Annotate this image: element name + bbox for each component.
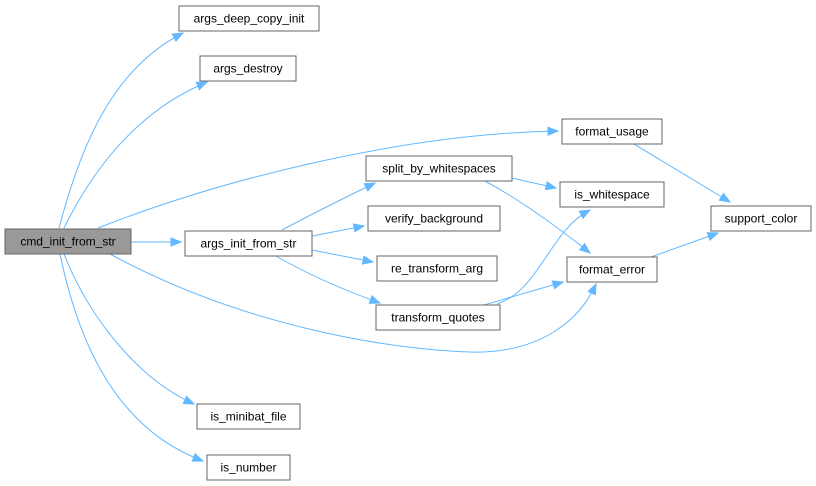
node-label: args_deep_copy_init — [194, 12, 305, 26]
edge-cmd-init-from-str-to-format-error — [109, 253, 597, 353]
edge-cmd-init-from-str-to-format-usage — [97, 130, 559, 229]
node-is-whitespace[interactable]: is_whitespace — [559, 181, 665, 208]
node-re-transform-arg[interactable]: re_transform_arg — [376, 255, 498, 282]
node-format-error[interactable]: format_error — [566, 256, 658, 283]
node-transform-quotes[interactable]: transform_quotes — [375, 304, 501, 331]
edge-args-init-from-str-to-split-by-whitespaces — [281, 182, 376, 231]
node-label: transform_quotes — [391, 311, 484, 325]
edge-format-usage-to-support-color — [633, 143, 731, 203]
edge-cmd-init-from-str-to-args-destroy — [63, 81, 208, 229]
node-support-color[interactable]: support_color — [710, 205, 812, 232]
arrowhead — [182, 395, 196, 405]
node-label: verify_background — [385, 212, 483, 226]
edge-split-by-whitespaces-to-format-error — [484, 180, 591, 254]
node-split-by-whitespaces[interactable]: split_by_whitespaces — [365, 155, 513, 182]
arrowhead — [544, 181, 558, 191]
node-label: re_transform_arg — [391, 262, 483, 276]
node-is-minibat-file[interactable]: is_minibat_file — [196, 403, 301, 430]
edge-args-init-from-str-to-transform-quotes — [275, 255, 381, 304]
arrowhead — [361, 255, 375, 265]
edge-transform-quotes-to-format-error — [483, 281, 564, 306]
edge-cmd-init-from-str-to-is-minibat-file — [63, 253, 195, 405]
node-args-init-from-str[interactable]: args_init_from_str — [184, 230, 313, 257]
node-verify-background[interactable]: verify_background — [367, 205, 501, 232]
node-label: args_init_from_str — [200, 237, 296, 251]
node-label: is_whitespace — [574, 188, 650, 202]
arrowhead — [170, 237, 183, 247]
arrowhead — [191, 452, 205, 462]
edge-cmd-init-from-str-to-is-number — [59, 253, 204, 462]
arrowhead — [587, 282, 597, 296]
node-label: is_minibat_file — [210, 410, 286, 424]
arrowhead — [706, 232, 720, 242]
node-args-deep-copy-init[interactable]: args_deep_copy_init — [178, 5, 320, 32]
edge-cmd-init-from-str-to-args-deep-copy-init — [58, 32, 184, 229]
edge-format-error-to-support-color — [650, 232, 719, 258]
node-is-number[interactable]: is_number — [206, 454, 291, 481]
arrowhead — [195, 81, 209, 91]
node-label: format_usage — [575, 125, 649, 139]
arrowhead — [578, 242, 592, 254]
node-args-destroy[interactable]: args_destroy — [199, 55, 297, 82]
arrowhead — [352, 223, 366, 233]
node-label: cmd_init_from_str — [20, 235, 115, 249]
arrowhead — [578, 209, 592, 220]
arrowhead — [551, 280, 565, 290]
node-label: support_color — [725, 212, 798, 226]
call-graph-nodes: cmd_init_from_str args_deep_copy_init ar… — [4, 5, 812, 481]
node-format-usage[interactable]: format_usage — [561, 118, 663, 145]
node-cmd-init-from-str[interactable]: cmd_init_from_str — [4, 228, 132, 255]
arrowhead — [363, 182, 377, 192]
node-label: is_number — [220, 461, 276, 475]
node-label: split_by_whitespaces — [382, 162, 495, 176]
arrowhead — [368, 294, 382, 304]
node-label: format_error — [579, 263, 645, 277]
arrowhead — [547, 126, 560, 136]
arrowhead — [718, 192, 732, 203]
node-label: args_destroy — [213, 62, 282, 76]
arrowhead — [171, 32, 185, 43]
call-graph-edges — [58, 32, 732, 462]
